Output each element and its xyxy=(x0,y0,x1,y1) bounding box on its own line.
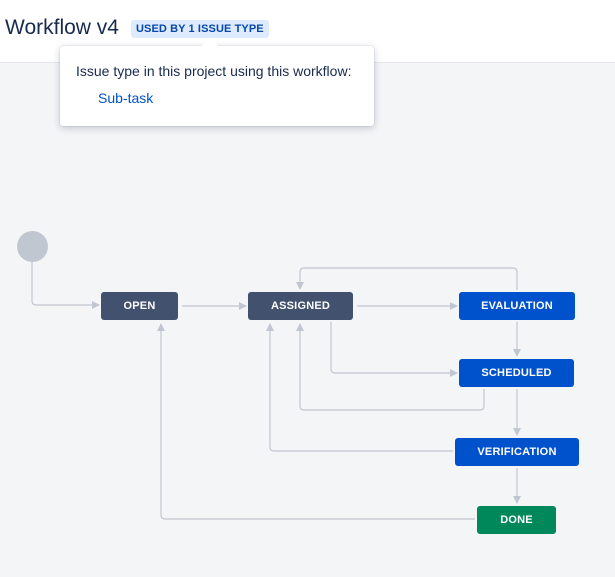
status-done[interactable]: DONE xyxy=(477,506,556,534)
transition-evaluation-assigned[interactable] xyxy=(296,267,518,290)
status-scheduled[interactable]: SCHEDULED xyxy=(459,359,574,387)
status-assigned[interactable]: ASSIGNED xyxy=(248,292,353,320)
transition-verification-assigned[interactable] xyxy=(266,323,453,452)
issue-types-popup: Issue type in this project using this wo… xyxy=(60,46,374,126)
issue-type-link-subtask[interactable]: Sub-task xyxy=(98,90,154,106)
transition-done-open[interactable] xyxy=(157,323,475,520)
status-verification[interactable]: VERIFICATION xyxy=(455,438,579,466)
transition-assigned-scheduled[interactable] xyxy=(330,322,458,377)
workflow-start-node[interactable] xyxy=(17,231,48,262)
status-evaluation[interactable]: EVALUATION xyxy=(459,292,575,320)
transition-scheduled-assigned[interactable] xyxy=(296,323,485,411)
used-by-badge[interactable]: USED BY 1 ISSUE TYPE xyxy=(131,20,269,38)
transition-start-open[interactable] xyxy=(31,262,100,309)
workflow-canvas xyxy=(0,63,615,577)
popup-heading: Issue type in this project using this wo… xyxy=(76,63,352,79)
status-open[interactable]: OPEN xyxy=(101,292,178,320)
page-title: Workflow v4 xyxy=(5,16,119,39)
